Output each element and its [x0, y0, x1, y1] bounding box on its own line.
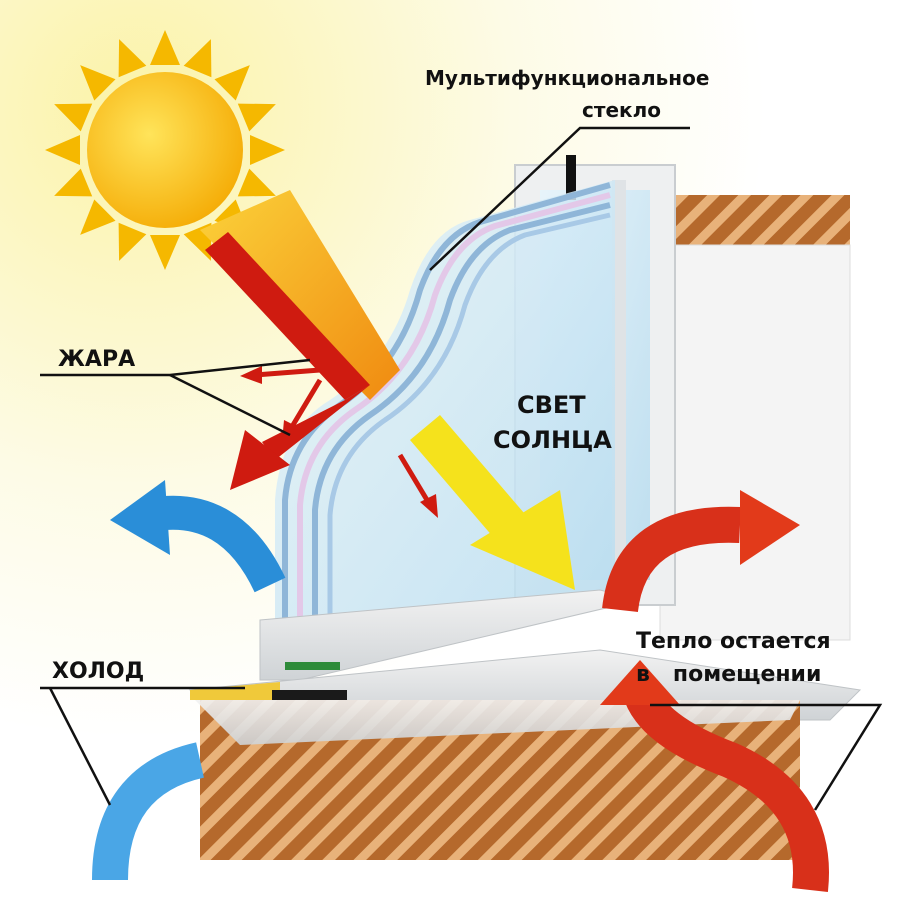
- wall-brick-top: [670, 195, 850, 245]
- cold-arrow-top: [110, 480, 286, 593]
- warm-arrow-top: [602, 490, 800, 613]
- sunlight-label-line2: СОЛНЦА: [493, 426, 612, 454]
- heat-label: ЖАРА: [58, 347, 136, 372]
- sunlight-arrow: [410, 415, 575, 590]
- warm-arrow-bottom: [600, 660, 829, 892]
- glass-label-line1: Мультифункциональное: [425, 66, 710, 90]
- warm-label-line2: в помещении: [636, 662, 822, 687]
- cold-label: ХОЛОД: [52, 659, 145, 684]
- warm-label-line1: Тепло остается: [636, 629, 831, 654]
- cold-arrow-bottom: [92, 742, 205, 881]
- inner-wall: [659, 244, 851, 641]
- sunlight-label-line1: СВЕТ: [517, 391, 586, 419]
- glass-label-line2: стекло: [582, 98, 661, 122]
- small-heat-arrows: [240, 366, 438, 518]
- leader-lines: [40, 126, 883, 811]
- sun-beam: [200, 190, 400, 400]
- heat-reflect-arrow: [205, 232, 370, 490]
